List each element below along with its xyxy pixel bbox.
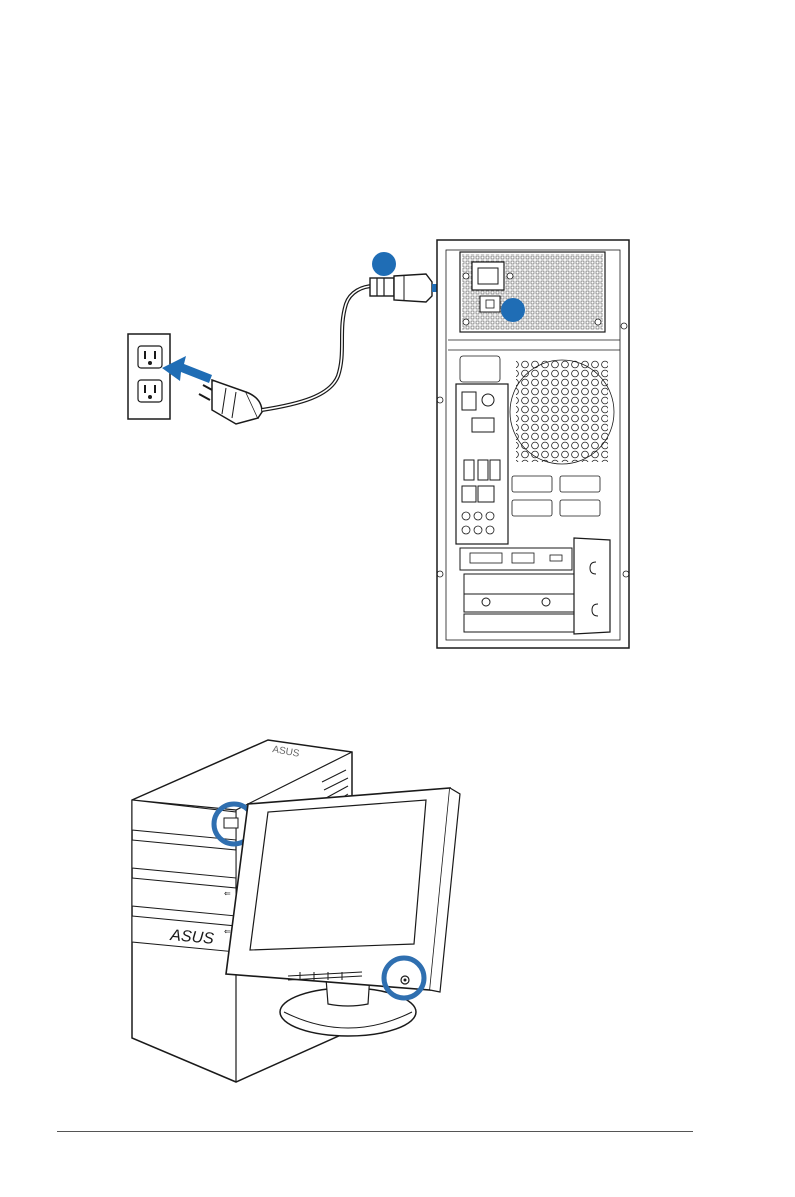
footer-rule [57,1131,693,1132]
callout-marker-2 [501,298,525,322]
wall-plug [199,380,262,424]
iec-connector [370,274,432,302]
power-cord [262,286,374,410]
system-power-button[interactable] [224,818,238,828]
wall-outlet [128,334,170,419]
pc-rear-panel [437,240,629,648]
figure-power-on: ⇐ ⇐ ASUS ASUS [0,690,795,1090]
callout-marker-1 [372,252,396,276]
monitor [226,788,460,992]
svg-text:⇐: ⇐ [224,889,231,898]
figure-power-connection [0,0,795,680]
svg-text:⇐: ⇐ [224,927,231,936]
